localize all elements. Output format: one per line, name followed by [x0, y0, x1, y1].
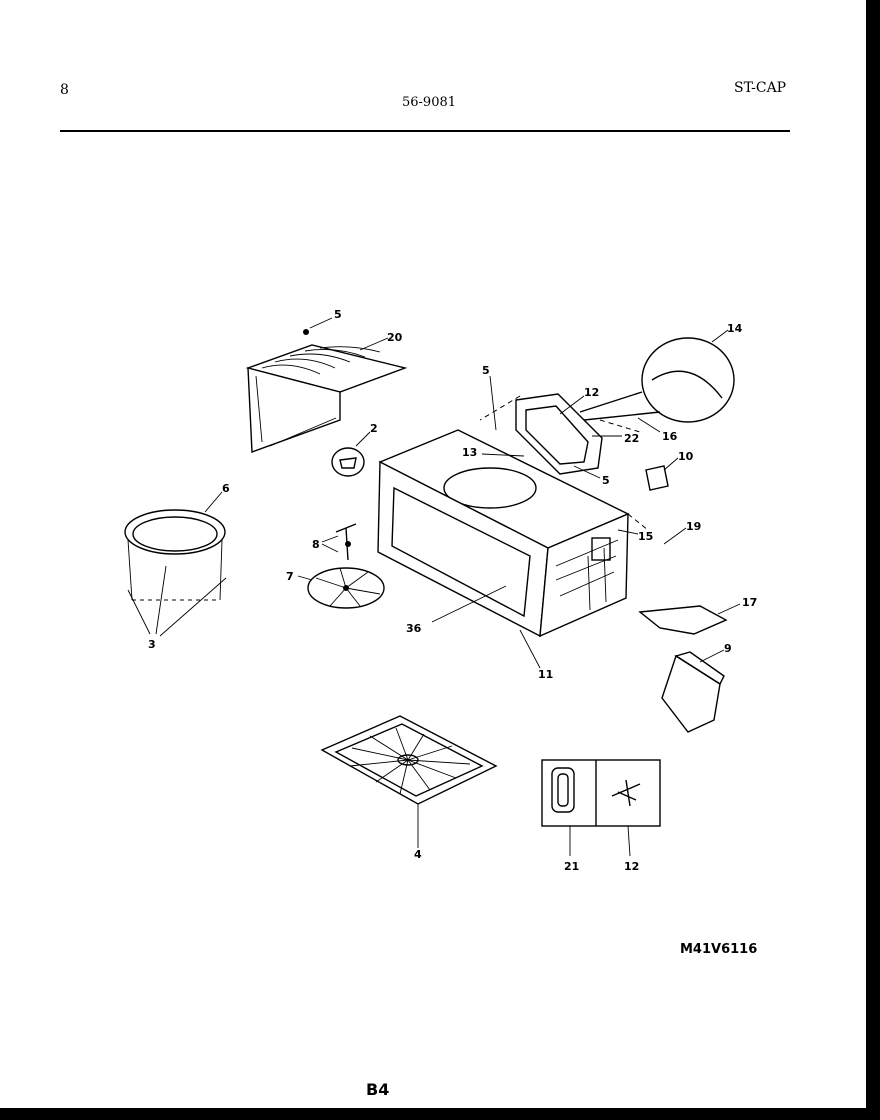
callout-5: 5: [602, 474, 610, 487]
part-9-bracket: [661, 651, 725, 733]
callout-3: 3: [148, 638, 156, 651]
part-8-bracket: [335, 523, 357, 561]
callout-16: 16: [662, 430, 678, 443]
diagram-code: M41V6116: [680, 942, 758, 957]
callout-labels: 5 20 14 5 12 22 16 2 13 5 10 6 15 19 8 7…: [148, 308, 757, 873]
part-20-top-cover: [245, 329, 408, 453]
callout-9: 9: [724, 642, 732, 655]
callout-2: 2: [370, 422, 378, 435]
page-border-bottom: [0, 1108, 880, 1120]
callout-5: 5: [482, 364, 490, 377]
model-code: 56-9081: [402, 95, 457, 110]
callout-15: 15: [638, 530, 653, 543]
header-rule: [60, 130, 790, 132]
callout-21: 21: [564, 860, 579, 873]
callout-36: 36: [406, 622, 422, 635]
callout-12: 12: [624, 860, 639, 873]
page-number: 8: [60, 82, 69, 98]
callout-4: 4: [414, 848, 422, 861]
brand-code: ST-CAP: [734, 80, 787, 96]
part-17-duct: [638, 605, 728, 635]
page-border-right: [866, 0, 880, 1120]
callout-19: 19: [686, 520, 701, 533]
part-10-switch: [645, 465, 669, 491]
callout-8: 8: [312, 538, 320, 551]
callout-7: 7: [286, 570, 294, 583]
callout-13: 13: [462, 446, 477, 459]
part-4-tray: [320, 715, 498, 805]
callout-10: 10: [678, 450, 694, 463]
callout-22: 22: [624, 432, 639, 445]
part-7-fan: [307, 567, 385, 609]
callout-12: 12: [584, 386, 599, 399]
leader-lines: [127, 317, 741, 857]
page-footer: B4: [366, 1080, 390, 1099]
callout-14: 14: [727, 322, 743, 335]
part-6-ring: [124, 509, 226, 601]
callout-20: 20: [387, 331, 403, 344]
callout-11: 11: [538, 668, 553, 681]
oven-cavity: [377, 429, 649, 638]
part-12-bracket: [479, 393, 641, 475]
callout-5: 5: [334, 308, 342, 321]
part-2-clip: [331, 447, 365, 477]
part-14-magnified-view: [579, 337, 735, 423]
callout-6: 6: [222, 482, 230, 495]
parts-21-12-box: [541, 759, 661, 827]
callout-17: 17: [742, 596, 757, 609]
